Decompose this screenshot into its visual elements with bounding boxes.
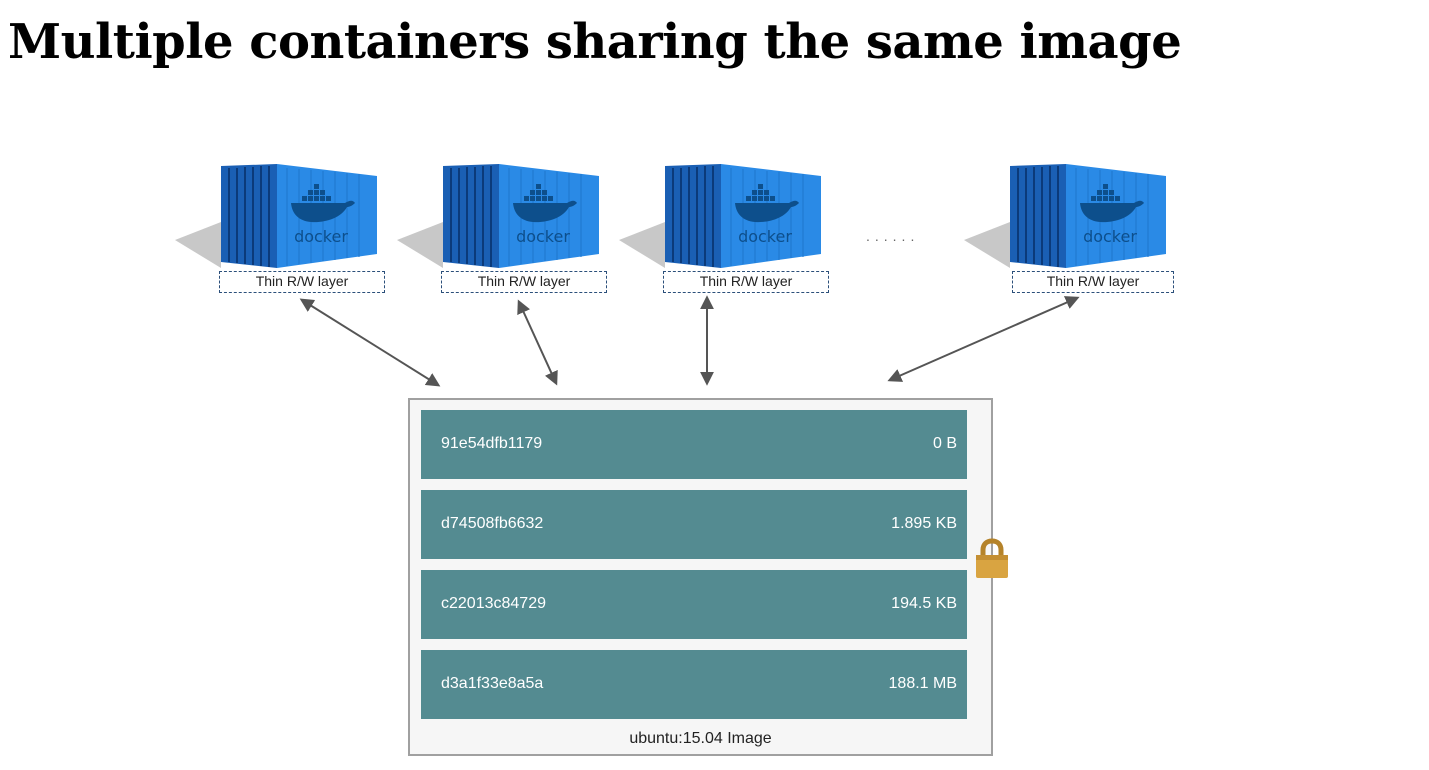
thin-rw-layer: Thin R/W layer bbox=[219, 271, 385, 293]
image-name-label: ubuntu:15.04 Image bbox=[629, 730, 772, 747]
docker-whale-icon bbox=[1080, 184, 1144, 223]
layer-size: 194.5 KB bbox=[891, 595, 957, 612]
layer-size: 0 B bbox=[932, 435, 957, 452]
shipping-container-icon: docker bbox=[175, 164, 377, 268]
layer-id: 91e54dfb1179 bbox=[441, 435, 543, 452]
docker-logo-text: docker bbox=[1083, 227, 1137, 246]
container-4: docker Thin R/W layer bbox=[964, 160, 1174, 300]
image-layers-box: 91e54dfb1179 0 B d74508fb6632 1.895 KB c… bbox=[408, 398, 993, 756]
lock-icon bbox=[976, 538, 1008, 578]
page-title: Multiple containers sharing the same ima… bbox=[8, 14, 1182, 70]
layer-id: d3a1f33e8a5a bbox=[441, 675, 544, 692]
image-layer-row: c22013c84729 194.5 KB bbox=[421, 570, 967, 639]
thin-rw-layer: Thin R/W layer bbox=[663, 271, 829, 293]
container-1: docker Thin R/W layer bbox=[175, 160, 385, 300]
docker-logo-text: docker bbox=[738, 227, 792, 246]
image-layer-row: 91e54dfb1179 0 B bbox=[421, 410, 967, 479]
thin-rw-layer: Thin R/W layer bbox=[1012, 271, 1174, 293]
image-layer-row: d3a1f33e8a5a 188.1 MB bbox=[421, 650, 967, 719]
docker-logo-text: docker bbox=[294, 227, 348, 246]
layer-id: c22013c84729 bbox=[441, 595, 546, 612]
container-2: docker Thin R/W layer bbox=[397, 160, 607, 300]
docker-whale-icon bbox=[735, 184, 799, 223]
more-containers-ellipsis: ...... bbox=[866, 228, 920, 244]
container-3: docker Thin R/W layer bbox=[619, 160, 829, 300]
docker-logo-text: docker bbox=[516, 227, 570, 246]
arrow-container-4 bbox=[887, 296, 1080, 382]
layer-size: 1.895 KB bbox=[891, 515, 957, 532]
docker-whale-icon bbox=[291, 184, 355, 223]
arrow-container-1 bbox=[299, 298, 441, 387]
arrow-container-2 bbox=[517, 299, 558, 386]
shipping-container-icon: docker bbox=[619, 164, 821, 268]
shipping-container-icon: docker bbox=[397, 164, 599, 268]
layer-id: d74508fb6632 bbox=[441, 515, 544, 532]
shipping-container-icon: docker bbox=[964, 164, 1166, 268]
docker-whale-icon bbox=[513, 184, 577, 223]
thin-rw-layer: Thin R/W layer bbox=[441, 271, 607, 293]
layer-size: 188.1 MB bbox=[888, 675, 957, 692]
image-layer-row: d74508fb6632 1.895 KB bbox=[421, 490, 967, 559]
